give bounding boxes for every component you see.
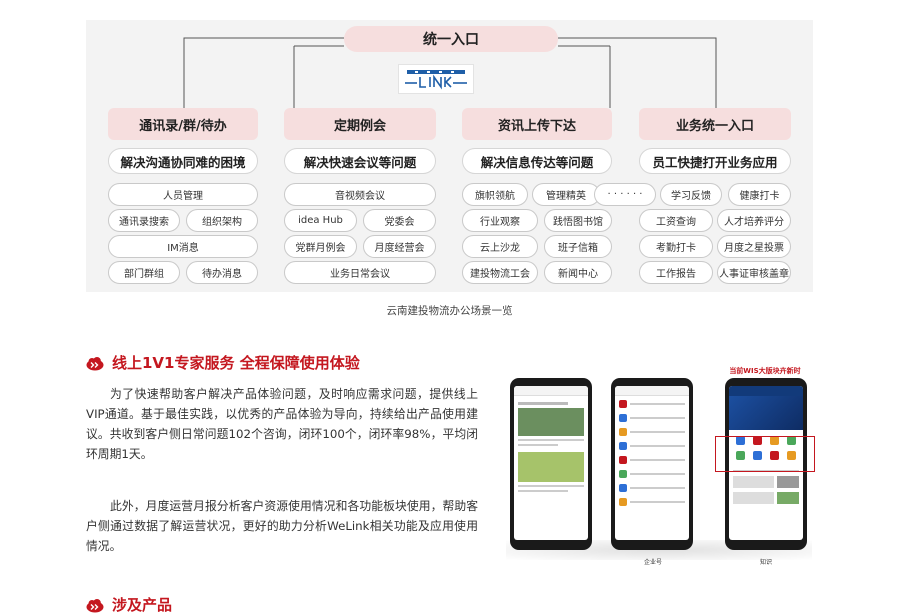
subtitle-news: 解决信息传达等问题: [462, 148, 612, 174]
phone-highlight-box: [715, 436, 815, 472]
item-flag-leading: 旗帜领航: [462, 183, 528, 206]
item-monthly-star-vote: 月度之星投票: [717, 235, 791, 258]
double-chevron-icon: [86, 598, 104, 612]
item-person-management: 人员管理: [108, 183, 258, 206]
phone-screen-knowledge: [729, 386, 803, 540]
category-news: 资讯上传下达: [462, 108, 612, 140]
item-hr-seal: 人事证审核盖章: [717, 261, 791, 284]
section-title-service: 线上1V1专家服务 全程保障使用体验: [112, 354, 360, 372]
item-cloud-salon: 云上沙龙: [462, 235, 538, 258]
double-chevron-icon: [86, 356, 104, 370]
item-todo-message: 待办消息: [186, 261, 258, 284]
subtitle-meetings: 解决快速会议等问题: [284, 148, 436, 174]
item-daily-meeting: 业务日常会议: [284, 261, 436, 284]
item-work-report: 工作报告: [639, 261, 713, 284]
item-talent-score: 人才培养评分: [717, 209, 791, 232]
item-news-center: 新闻中心: [544, 261, 612, 284]
item-party-committee: 党委会: [363, 209, 436, 232]
item-health-checkin: 健康打卡: [728, 183, 791, 206]
welink-logo: [398, 64, 474, 94]
subtitle-contacts: 解决沟通协同难的困境: [108, 148, 258, 174]
connector-lines: [183, 37, 717, 108]
item-im-message: IM消息: [108, 235, 258, 258]
item-dept-group: 部门群组: [108, 261, 180, 284]
subtitle-business: 员工快捷打开业务应用: [639, 148, 791, 174]
phone-screen-news: [514, 386, 588, 540]
item-party-monthly: 党群月例会: [284, 235, 357, 258]
item-industry-watch: 行业观察: [462, 209, 538, 232]
unified-entry-box: 统一入口: [344, 26, 558, 52]
paragraph-monthly-report: 此外，月度运营月报分析客户资源使用情况和各功能板块使用，帮助客户侧通过数据了解运…: [86, 499, 478, 553]
phone-label-knowledge: 知识: [760, 559, 773, 566]
phone-mockup-enterprise: [611, 378, 693, 550]
section-heading-service: 线上1V1专家服务 全程保障使用体验: [86, 352, 360, 373]
item-idea-hub: idea Hub: [284, 209, 357, 232]
phone-mockup-knowledge: [725, 378, 807, 550]
item-library: 践悟图书馆: [544, 209, 612, 232]
category-business: 业务统一入口: [639, 108, 791, 140]
welink-logo-icon: [405, 70, 467, 90]
diagram-caption: 云南建投物流办公场景一览: [386, 305, 513, 317]
item-av-meeting: 音视频会议: [284, 183, 436, 206]
category-contacts: 通讯录/群/待办: [108, 108, 258, 140]
item-management-elite: 管理精英: [532, 183, 600, 206]
item-salary-query: 工资查询: [639, 209, 713, 232]
item-org-structure: 组织架构: [186, 209, 258, 232]
section-title-products: 涉及产品: [112, 596, 173, 614]
scenario-diagram: 统一入口 通讯录/群/待办 定期例会 资讯上传下达 业务统一入口 解决沟通协同难…: [86, 20, 813, 292]
item-monthly-business: 月度经营会: [363, 235, 436, 258]
item-ellipsis: · · · · · ·: [594, 183, 656, 206]
phone-label-enterprise: 企业号: [644, 559, 663, 566]
paragraph-vip-service: 为了快速帮助客户解决产品体验问题，及时响应需求问题，提供线上VIP通道。基于最佳…: [86, 387, 478, 461]
phone-screen-enterprise: [615, 386, 689, 540]
item-union: 建投物流工会: [462, 261, 538, 284]
item-attendance: 考勤打卡: [639, 235, 713, 258]
phone-banner-label: 当前WIS大版块卉新时: [729, 367, 801, 375]
category-meetings: 定期例会: [284, 108, 436, 140]
item-mailbox: 班子信箱: [544, 235, 612, 258]
item-contacts-search: 通讯录搜索: [108, 209, 180, 232]
phone-mockup-news: [510, 378, 592, 550]
section-heading-products: 涉及产品: [86, 594, 172, 614]
item-study-feedback: 学习反馈: [660, 183, 722, 206]
